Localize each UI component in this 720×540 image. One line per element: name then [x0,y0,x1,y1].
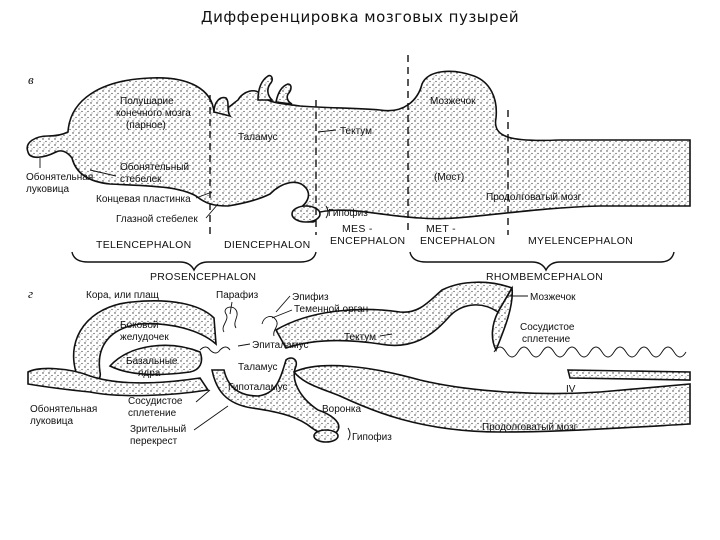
panel-g-label-cerebellum: Мозжечок [530,292,576,303]
panel-b-papilla-2 [275,83,293,105]
panel-g-label-hypothalamus: Гипоталамус [228,382,288,393]
panel-g-label-olfactory-1: Обонятельная [30,403,97,415]
panel-g-label-lateral-ventricle-1: Боковой [120,320,159,331]
panel-b-lead-optic [205,203,219,219]
panel-b-label-hypophysis: Гипофиз [328,207,368,219]
panel-g-label-parietal: Теменной орган [294,304,368,315]
panel-g-lead-hypophysis [347,427,351,441]
panel-g-cerebellum-tip [491,285,514,352]
panel-g-medulla-roof [566,369,691,381]
panel-g-label-infundibulum: Воронка [322,404,361,415]
panel-g-lead-epiphysis [275,295,291,313]
panel-g-label-basal-2: ядра [138,368,161,379]
panel-g-choroid-left-shape [199,346,231,354]
panel-g-epiphysis-shape [261,316,278,337]
panel-b-label-olfactory-stalk-1: Обонятельный [120,161,189,173]
panel-b-division-metencephalon-1: MET - [426,223,456,235]
panel-g-lead-epithalamus [237,343,251,347]
panel-g-label-medulla: Продолговатый мозг [482,422,578,433]
panel-b-label-olfactory-bulb-2: луковица [26,184,70,195]
panel-g-paraphysis-shape [222,306,238,333]
panel-g-label-tectum: Тектум [344,332,376,343]
panel-g-letter: г [28,286,33,301]
panel-g-basal-nuclei-shape [108,344,203,376]
panel-b-hypophysis-shape [291,205,321,223]
panel-b-label-tectum: Тектум [340,126,372,137]
panel-g-hemisphere [72,299,217,384]
panel-b-lead-lamina [195,191,213,199]
panel-b-label-hemisphere-1: Полушарие [120,96,174,107]
panel-g-label-optic-1: Зрительный [130,424,186,435]
panel-g-label-ventricle-iv: IV [566,384,576,395]
panel-b-lead-tectum [317,129,337,133]
panel-g-label-epiphysis: Эпифиз [292,291,329,303]
panel-g-label-basal-1: Базальные [126,356,178,367]
panel-g-lead-parietal [271,309,293,319]
panel-g-lead-choroid-left [195,389,211,403]
panel-b-papilla [257,74,274,101]
panel-g-label-choroid-right-1: Сосудистое [520,322,575,333]
panel-g-hypophysis-shape [313,429,339,443]
panel-b-label-thalamus: Таламус [238,132,278,143]
panel-b-label-pons: (Мост) [434,172,464,183]
panel-b-label-hemisphere-2: конечного мозга [116,108,191,119]
panel-g-lead-paraphysis [229,301,233,315]
panel-b-letter: в [28,72,34,87]
panel-b-label-cerebellum: Мозжечок [430,96,476,107]
panel-g-label-thalamus: Таламус [238,362,278,373]
panel-b-lead-hypophysis [325,205,329,219]
page-title: Дифференцировка мозговых пузырей [200,8,520,26]
panel-b-brace-rhombencephalon [409,251,675,272]
panel-b-division-mesencephalon-2: ENCEPHALON [330,235,405,247]
panel-g-diencephalon [211,357,340,436]
panel-g-lead-tectum [379,333,393,337]
panel-b-division-telencephalon: TELENCEPHALON [96,239,192,251]
panel-b-lead-stalk [89,169,117,177]
panel-b-label-lamina: Концевая пластинка [96,194,191,205]
panel-b-label-olfactory-bulb-1: Обонятельная [26,171,93,183]
panel-g-lead-optic [193,405,229,431]
panel-b-brace-prosencephalon [71,251,317,272]
panel-g-label-olfactory-2: луковица [30,416,74,427]
panel-b-label-medulla: Продолговатый мозг [486,192,582,203]
panel-g-label-choroid-left-1: Сосудистое [128,396,183,407]
panel-b-label-hemisphere-3: (парное) [126,120,166,131]
panel-b-brace-label-rhombencephalon: RHOMBEMCEPHALON [486,271,603,283]
panel-g-label-choroid-right-2: сплетение [522,334,571,345]
panel-b-division-diencephalon: DIENCEPHALON [224,239,310,251]
panel-g-label-cortex: Кора, или плащ [86,290,159,301]
panel-g-label-paraphysis: Парафиз [216,289,259,301]
panel-b-label-optic-stalk: Глазной стебелек [116,213,198,225]
panel-g-label-hypophysis: Гипофиз [352,431,392,443]
panel-g-label-epithalamus: Эпиталамус [252,340,309,351]
panel-g-label-lateral-ventricle-2: желудочек [120,332,169,343]
panel-b-division-metencephalon-2: ENCEPHALON [420,235,495,247]
panel-b-division-mesencephalon-1: MES - [342,223,373,235]
panel-g-medulla [292,364,691,433]
panel-b-papilla-3 [213,96,232,118]
panel-g-choroid-plexus-right-shape [493,346,687,358]
panel-b-brace-label-prosencephalon: PROSENCEPHALON [150,271,256,283]
panel-g-label-choroid-left-2: сплетение [128,408,177,419]
panel-g-olfactory-base [27,367,210,397]
panel-b-division-myelencephalon: MYELENCEPHALON [528,235,633,247]
panel-b-label-olfactory-stalk-2: стебелек [120,173,162,185]
panel-g-label-optic-2: перекрест [130,436,178,447]
